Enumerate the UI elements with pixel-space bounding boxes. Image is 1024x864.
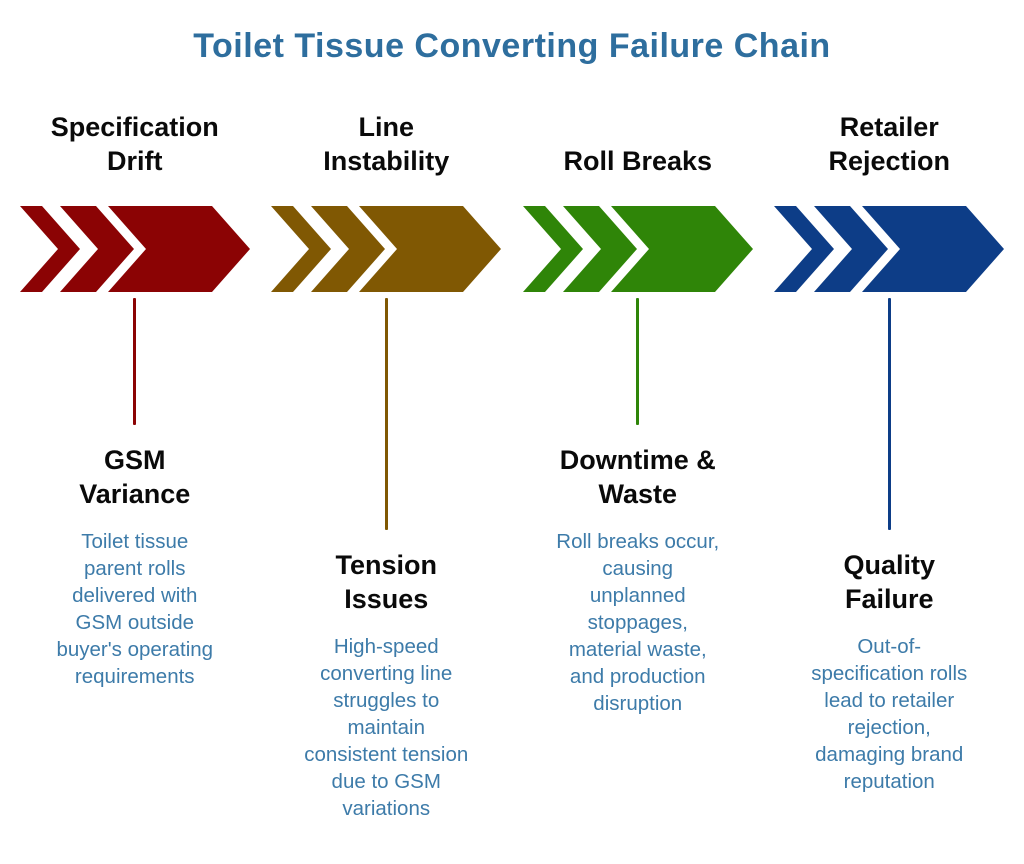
effect-title: Downtime & Waste — [559, 444, 716, 510]
effect-description: Out-of- specification rolls lead to reta… — [811, 634, 968, 794]
chevron-arrows-icon — [522, 205, 753, 292]
chevron-arrows-icon — [774, 205, 1005, 292]
effect-title: GSM Variance — [79, 444, 191, 510]
connector-line — [887, 297, 891, 530]
stage-title: Retailer Rejection — [828, 111, 951, 177]
stage-retailer-rejection: Retailer Rejection Quality Failure Out-o… — [769, 107, 1011, 822]
effect-description: Toilet tissue parent rolls delivered wit… — [56, 529, 214, 689]
stage-title: Line Instability — [323, 111, 450, 177]
stage-line-instability: Line Instability Tension Issues High-spe… — [266, 107, 508, 822]
effect-description: High-speed converting line struggles to … — [304, 634, 469, 821]
effect-title: Tension Issues — [335, 549, 437, 615]
stage-title: Specification Drift — [50, 111, 219, 177]
stage-specification-drift: Specification Drift GSM Variance Toilet … — [14, 107, 256, 822]
chevron-arrows-icon — [19, 205, 250, 292]
chevron-arrows-icon — [271, 205, 502, 292]
effect-description: Roll breaks occur, causing unplanned sto… — [556, 529, 720, 716]
effect-title: Quality Failure — [843, 549, 936, 615]
connector-line — [384, 297, 388, 530]
page-title: Toilet Tissue Converting Failure Chain — [193, 27, 831, 65]
failure-chain-diagram: Specification Drift GSM Variance Toilet … — [0, 107, 1024, 822]
stage-title: Roll Breaks — [563, 146, 713, 177]
connector-line — [636, 297, 640, 425]
connector-line — [133, 297, 137, 425]
stage-roll-breaks: Roll Breaks Downtime & Waste Roll breaks… — [517, 107, 759, 822]
